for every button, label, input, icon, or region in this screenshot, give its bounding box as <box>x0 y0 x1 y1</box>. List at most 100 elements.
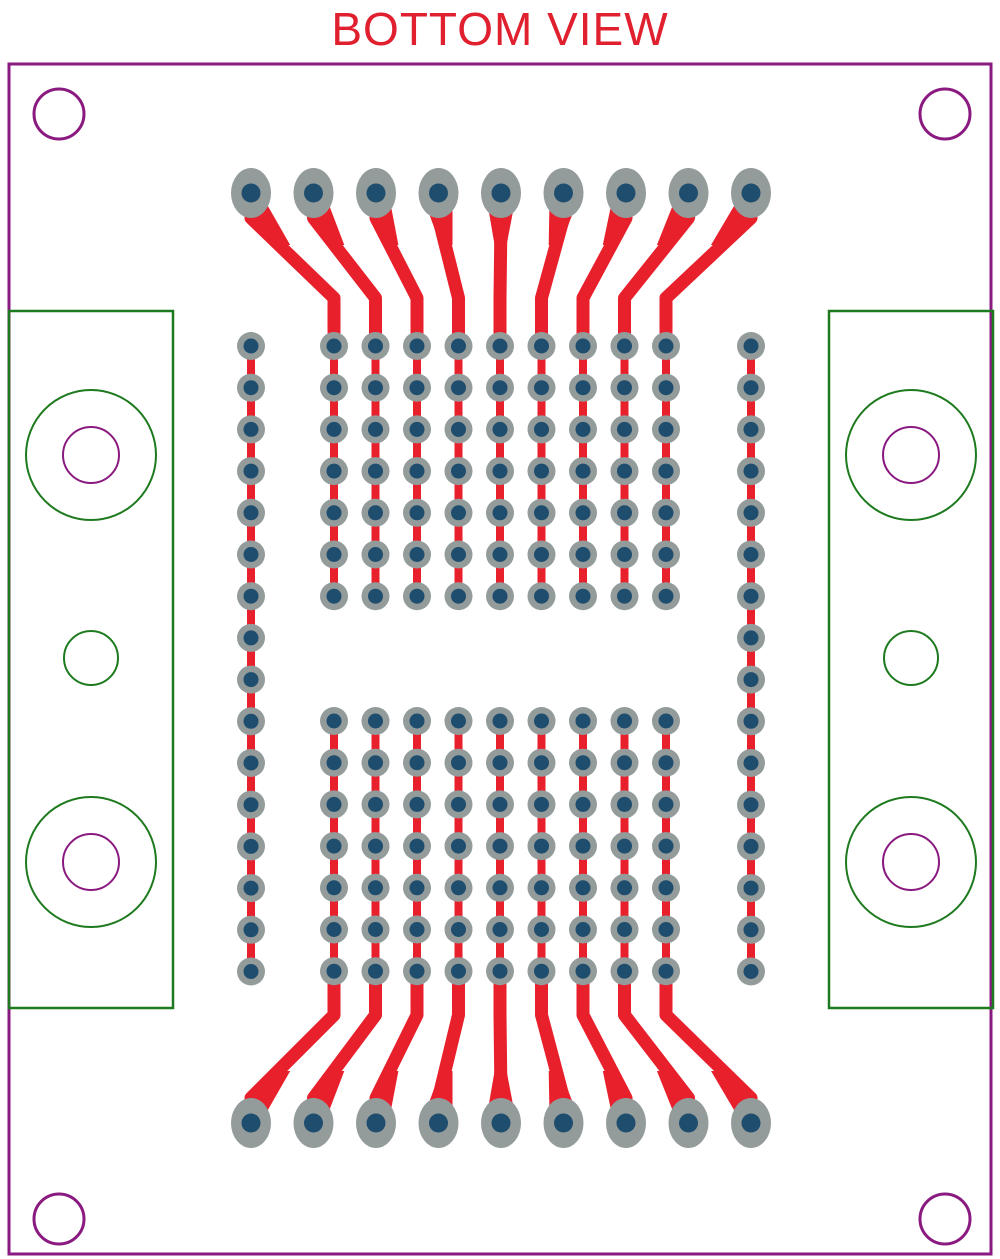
pad-drill-hole <box>575 838 591 854</box>
pad-drill-hole <box>575 713 591 729</box>
pad-drill-hole <box>617 588 632 604</box>
corner-mount-hole <box>32 87 86 141</box>
pad-drill-hole <box>575 755 591 771</box>
pad-drill-hole <box>243 672 259 688</box>
pad-drill-hole <box>326 796 342 812</box>
bracket-screw-hole <box>62 833 120 891</box>
pad-drill-hole <box>326 463 342 479</box>
pad-drill-hole <box>617 963 632 979</box>
pad-drill-hole <box>326 338 342 354</box>
pad-drill-hole <box>368 547 383 562</box>
pad-drill-hole <box>492 547 508 562</box>
pad-drill-hole <box>451 713 466 729</box>
corner-mount-hole <box>918 1192 972 1246</box>
pad-drill-hole <box>534 922 549 937</box>
bracket-right <box>827 309 995 1010</box>
pad-drill-hole <box>534 755 549 771</box>
pad-drill-hole <box>243 630 259 646</box>
pad-drill-hole <box>616 183 636 203</box>
pad-drill-hole <box>617 463 632 479</box>
pad-drill-hole <box>743 755 759 771</box>
pad-drill-hole <box>743 838 759 854</box>
pad-drill-hole <box>743 672 759 688</box>
pad-drill-hole <box>658 338 674 354</box>
pad-drill-hole <box>409 380 425 396</box>
pad-drill-hole <box>243 380 259 396</box>
pad-drill-hole <box>534 963 549 979</box>
pad-drill-hole <box>743 797 759 813</box>
pad-drill-hole <box>409 796 425 812</box>
pad-drill-hole <box>617 421 632 437</box>
pad-drill-hole <box>743 421 759 437</box>
pad-drill-hole <box>741 1113 761 1133</box>
pad-drill-hole <box>575 796 591 812</box>
pad-drill-hole <box>658 796 674 812</box>
pad-drill-hole <box>243 421 259 437</box>
corner-mount-hole <box>32 1192 86 1246</box>
pad-drill-hole <box>491 1113 511 1133</box>
pad-drill-hole <box>368 922 383 937</box>
pad-drill-hole <box>409 505 425 521</box>
pad-drill-hole <box>368 880 383 896</box>
pad-drill-hole <box>241 1113 261 1133</box>
pad-drill-hole <box>409 547 425 562</box>
pad-drill-hole <box>368 796 383 812</box>
pad-drill-hole <box>743 463 759 479</box>
bracket-washer-ring <box>845 389 977 521</box>
pad-drill-hole <box>534 838 549 854</box>
pad-drill-hole <box>492 505 508 521</box>
bracket-washer-ring <box>25 389 157 521</box>
pad-drill-hole <box>658 505 674 521</box>
pad-drill-hole <box>368 505 383 521</box>
pad-drill-hole <box>451 588 466 604</box>
pad-drill-hole <box>451 421 466 437</box>
pad-drill-hole <box>243 797 259 813</box>
pad-drill-hole <box>575 588 591 604</box>
pad-drill-hole <box>368 338 383 354</box>
pad-drill-hole <box>368 380 383 396</box>
pad-drill-hole <box>743 505 759 521</box>
bracket-center-hole <box>63 630 119 686</box>
pad-drill-hole <box>368 588 383 604</box>
pad-drill-hole <box>451 755 466 771</box>
pad-drill-hole <box>658 547 674 562</box>
pad-drill-hole <box>743 922 759 938</box>
pad-drill-hole <box>409 755 425 771</box>
pad-drill-hole <box>366 183 386 203</box>
pad-drill-hole <box>326 505 342 521</box>
pad-drill-hole <box>743 880 759 896</box>
pad-drill-hole <box>409 922 425 937</box>
bracket-left <box>7 309 175 1010</box>
pad-drill-hole <box>368 713 383 729</box>
pad-drill-hole <box>534 380 549 396</box>
pad-drill-hole <box>658 421 674 437</box>
pad-drill-hole <box>451 463 466 479</box>
bracket-screw-hole <box>62 426 120 484</box>
pad-drill-hole <box>243 964 259 979</box>
pad-drill-hole <box>368 421 383 437</box>
pad-drill-hole <box>658 380 674 396</box>
pad-drill-hole <box>326 838 342 854</box>
pad-drill-hole <box>617 338 632 354</box>
pad-drill-hole <box>575 547 591 562</box>
pad-drill-hole <box>616 1113 636 1133</box>
mounting-holes-layer <box>25 87 977 1246</box>
bracket-washer-ring <box>845 796 977 928</box>
pad-drill-hole <box>326 380 342 396</box>
pad-drill-hole <box>409 463 425 479</box>
bracket-washer-ring <box>25 796 157 928</box>
bracket-center-hole <box>883 630 939 686</box>
pad-drill-hole <box>658 755 674 771</box>
pad-drill-hole <box>368 838 383 854</box>
pad-drill-hole <box>534 880 549 896</box>
pad-drill-hole <box>451 880 466 896</box>
pad-drill-hole <box>575 380 591 396</box>
pad-drill-hole <box>451 796 466 812</box>
pad-drill-hole <box>409 880 425 896</box>
pad-drill-hole <box>575 963 591 979</box>
pad-drill-hole <box>492 963 508 979</box>
pad-drill-hole <box>743 338 759 354</box>
pad-drill-hole <box>743 588 759 604</box>
pad-drill-hole <box>743 964 759 979</box>
